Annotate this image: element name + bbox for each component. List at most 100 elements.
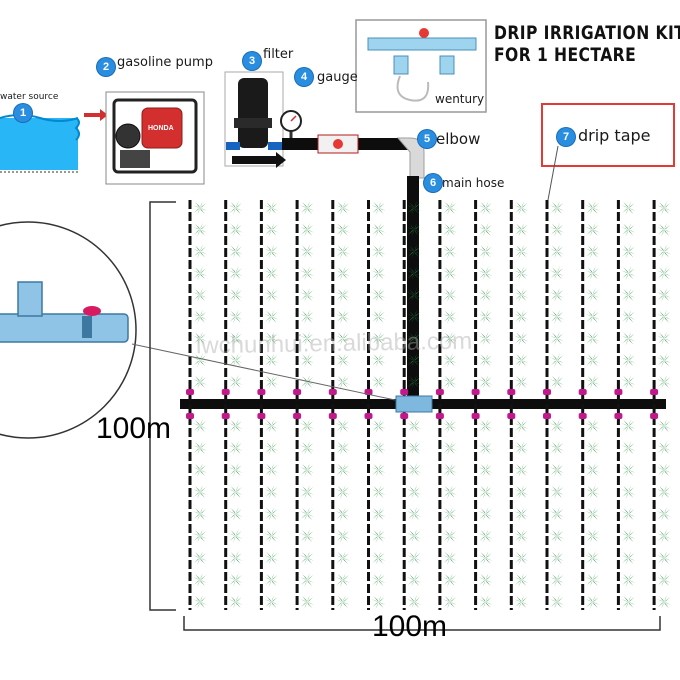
plant-icon	[264, 288, 279, 302]
plant-icon	[264, 201, 279, 215]
tape-connector	[328, 413, 337, 419]
plant-icon	[621, 485, 636, 499]
plant-icon	[300, 485, 315, 499]
plant-icon	[621, 309, 636, 324]
plant-icon	[514, 441, 529, 455]
plant-icon	[514, 375, 529, 389]
plant-icon	[442, 595, 457, 609]
plant-icon	[585, 375, 600, 389]
plant-icon	[228, 244, 243, 259]
plant-icon	[335, 419, 350, 433]
tape-connector	[400, 413, 409, 419]
plant-icon	[621, 244, 636, 259]
plant-icon	[193, 375, 207, 389]
plant-icon	[585, 331, 600, 346]
plant-icon	[264, 266, 279, 281]
plant-icon	[621, 551, 636, 565]
plant-icon	[335, 507, 350, 521]
plant-icon	[228, 441, 243, 455]
plant-icon	[300, 419, 315, 433]
flow-arrow-to-pump	[84, 109, 108, 121]
tape-connector	[507, 413, 516, 419]
plant-icon	[193, 507, 207, 521]
plant-icon	[228, 375, 243, 389]
plant-icon	[193, 573, 207, 587]
plant-icon	[621, 222, 636, 237]
plant-icon	[335, 463, 350, 477]
plant-icon	[514, 353, 529, 368]
plant-icon	[621, 573, 636, 587]
plant-icon	[193, 309, 207, 324]
pump-brand: HONDA	[148, 125, 174, 132]
crop-field	[180, 200, 672, 610]
plant-icon	[657, 201, 672, 215]
plant-icon	[657, 419, 672, 433]
plant-icon	[300, 507, 315, 521]
plant-icon	[585, 463, 600, 477]
plant-icon	[264, 441, 279, 455]
plant-icon	[621, 266, 636, 281]
plant-icon	[478, 375, 493, 389]
plant-icon	[371, 573, 386, 587]
tape-connector	[614, 413, 623, 419]
plant-icon	[371, 244, 386, 259]
plant-icon	[335, 222, 350, 237]
plant-icon	[300, 573, 315, 587]
plant-icon	[550, 288, 564, 302]
plant-icon	[514, 266, 529, 281]
plant-icon	[228, 485, 243, 499]
plant-icon	[300, 441, 315, 455]
plant-icon	[228, 463, 243, 477]
plant-icon	[657, 331, 672, 346]
plant-icon	[514, 222, 529, 237]
plant-icon	[621, 288, 636, 302]
plant-icon	[657, 441, 672, 455]
plant-icon	[478, 309, 493, 324]
plant-icon	[442, 551, 457, 565]
plant-icon	[550, 551, 564, 565]
watermark: lwchunhui.en.alibaba.com	[195, 327, 473, 360]
tape-connector	[364, 413, 373, 419]
tape-connector	[650, 389, 659, 395]
plant-icon	[657, 375, 672, 389]
title-line-1: DRIP IRRIGATION KIT	[494, 22, 680, 44]
plant-icon	[407, 485, 422, 499]
plant-icon	[514, 419, 529, 433]
plant-icon	[371, 485, 386, 499]
plant-icon	[407, 441, 422, 455]
plant-icon	[300, 222, 315, 237]
tape-connector	[328, 389, 337, 395]
plant-icon	[335, 529, 350, 543]
plant-icon	[193, 266, 207, 281]
plant-icon	[407, 551, 422, 565]
plant-icon	[514, 507, 529, 521]
plant-icon	[442, 419, 457, 433]
plant-icon	[550, 595, 564, 609]
plant-icon	[657, 222, 672, 237]
plant-icon	[657, 485, 672, 499]
plant-icon	[585, 288, 600, 302]
plant-icon	[371, 288, 386, 302]
plant-icon	[478, 331, 493, 346]
plant-icon	[193, 288, 207, 302]
plant-icon	[585, 573, 600, 587]
plant-icon	[550, 331, 564, 346]
badge-gasoline-pump: 2	[97, 58, 115, 76]
plant-icon	[514, 595, 529, 609]
plant-icon	[228, 529, 243, 543]
plant-icon	[621, 375, 636, 389]
plant-icon	[371, 529, 386, 543]
plant-icon	[228, 595, 243, 609]
plant-icon	[585, 266, 600, 281]
label-gasoline-pump: gasoline pump	[117, 55, 213, 70]
plant-icon	[371, 266, 386, 281]
plant-icon	[657, 353, 672, 368]
plant-icon	[478, 573, 493, 587]
plant-icon	[621, 441, 636, 455]
badge-elbow: 5	[418, 130, 436, 148]
plant-icon	[264, 573, 279, 587]
valve-magnifier	[0, 221, 396, 439]
plant-icon	[478, 485, 493, 499]
plant-icon	[514, 244, 529, 259]
